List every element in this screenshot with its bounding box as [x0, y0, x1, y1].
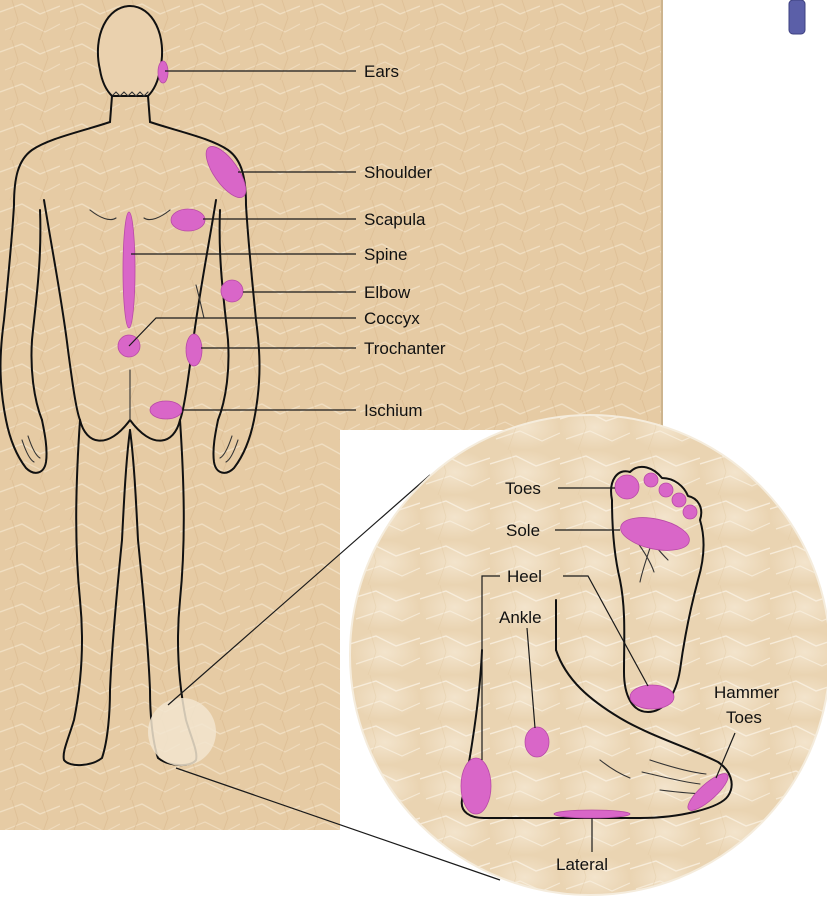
- spot-big-toe: [615, 475, 639, 499]
- label-scapula: Scapula: [364, 210, 426, 229]
- spot-trochanter: [186, 334, 202, 366]
- spot-ankle: [525, 727, 549, 757]
- spot-heel: [630, 685, 674, 709]
- spot-heel-side: [461, 758, 491, 814]
- spot-elbow: [221, 280, 243, 302]
- label-sole: Sole: [506, 521, 540, 540]
- spot-scapula: [171, 209, 205, 231]
- spot-spine: [123, 212, 135, 328]
- label-ischium: Ischium: [364, 401, 423, 420]
- heel-zoom-circle: [148, 698, 216, 766]
- spot-lateral: [554, 810, 630, 818]
- spot-toe-4: [672, 493, 686, 507]
- label-spine: Spine: [364, 245, 407, 264]
- spot-ischium: [150, 401, 182, 419]
- foot-detail-circle: [350, 415, 827, 895]
- accent-tab: [789, 0, 805, 34]
- label-shoulder: Shoulder: [364, 163, 432, 182]
- label-hammer-toes: Toes: [726, 708, 762, 727]
- label-coccyx: Coccyx: [364, 309, 420, 328]
- label-ankle: Ankle: [499, 608, 542, 627]
- label-ears: Ears: [364, 62, 399, 81]
- spot-ears: [158, 61, 168, 83]
- label-toes: Toes: [505, 479, 541, 498]
- label-trochanter: Trochanter: [364, 339, 446, 358]
- spot-toe-5: [683, 505, 697, 519]
- label-hammer: Hammer: [714, 683, 780, 702]
- spot-toe-2: [644, 473, 658, 487]
- label-lateral: Lateral: [556, 855, 608, 874]
- spot-toe-3: [659, 483, 673, 497]
- label-heel: Heel: [507, 567, 542, 586]
- label-elbow: Elbow: [364, 283, 411, 302]
